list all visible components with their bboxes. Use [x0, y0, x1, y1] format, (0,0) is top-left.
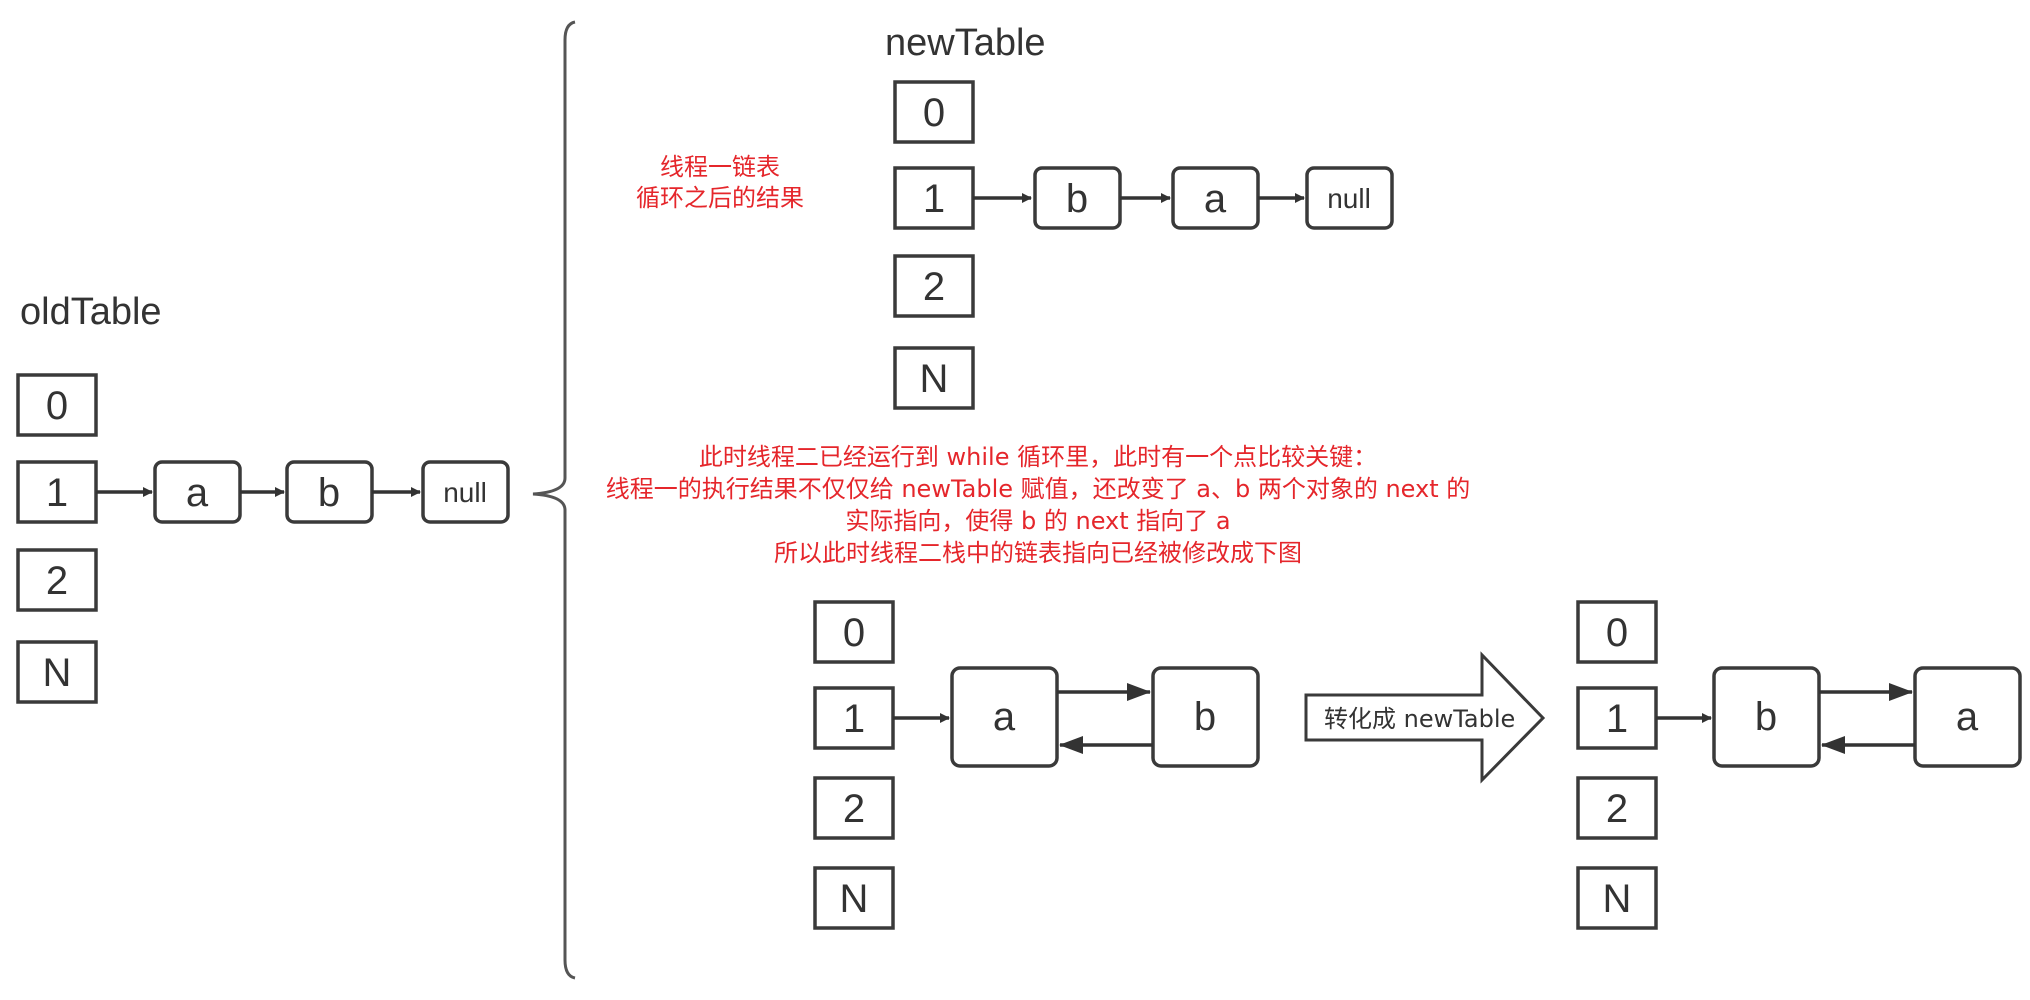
t2-before-bucket-1-label: 1	[843, 697, 865, 741]
explanation-line-3: 实际指向，使得 b 的 next 指向了 a	[845, 507, 1230, 535]
old-chain-null-label: null	[443, 477, 487, 508]
t2-before-bucket-n-label: N	[840, 877, 869, 921]
old-bucket-0-label: 0	[46, 384, 68, 428]
t2-before-node-left-label: a	[993, 695, 1016, 739]
new-table-thread1: newTable 0 1 2 N b a null	[885, 22, 1394, 410]
old-chain-null: null	[421, 460, 510, 524]
old-table-title: oldTable	[20, 291, 162, 333]
t2-after-bucket-0: 0	[1576, 600, 1658, 664]
t2-after-node-right: a	[1913, 666, 2022, 768]
thread1-note-line-2: 循环之后的结果	[636, 184, 804, 212]
transform-arrow: 转化成 newTable	[1304, 651, 1546, 784]
t2-after-bucket-n: N	[1576, 866, 1658, 930]
transform-arrow-label: 转化成 newTable	[1324, 705, 1515, 733]
t2-before-bucket-0: 0	[813, 600, 895, 664]
new-chain-node-2-label: a	[1204, 177, 1227, 221]
grouping-brace	[532, 20, 576, 980]
new-bucket-n-label: N	[920, 357, 949, 401]
new-bucket-2-label: 2	[923, 265, 945, 309]
t2-before-bucket-2-label: 2	[843, 787, 865, 831]
t2-before-node-right: b	[1151, 666, 1260, 768]
t2-after-node-left-label: b	[1755, 695, 1777, 739]
t2-after-bucket-2-label: 2	[1606, 787, 1628, 831]
explanation-line-1: 此时线程二已经运行到 while 循环里，此时有一个点比较关键：	[699, 443, 1377, 471]
old-bucket-n-label: N	[43, 651, 72, 695]
thread1-note-line-1: 线程一链表	[660, 153, 780, 181]
t2-before-bucket-1: 1	[813, 686, 895, 750]
old-bucket-2-label: 2	[46, 559, 68, 603]
new-chain-node-1-label: b	[1066, 177, 1088, 221]
t2-after-node-right-label: a	[1956, 695, 1979, 739]
new-bucket-0-label: 0	[923, 91, 945, 135]
old-chain-node-2: b	[285, 460, 374, 524]
old-chain-node-1-label: a	[186, 471, 209, 515]
new-chain-node-2: a	[1171, 166, 1260, 230]
t2-after-bucket-1: 1	[1576, 686, 1658, 750]
t2-after-bucket-2: 2	[1576, 776, 1658, 840]
t2-after-bucket-1-label: 1	[1606, 697, 1628, 741]
explanation-note: 此时线程二已经运行到 while 循环里，此时有一个点比较关键： 线程一的执行结…	[606, 443, 1471, 567]
thread2-after: 0 1 2 N b a	[1576, 600, 2022, 930]
t2-before-node-right-label: b	[1194, 695, 1216, 739]
new-bucket-1-label: 1	[923, 177, 945, 221]
old-bucket-0: 0	[16, 373, 98, 437]
thread1-note: 线程一链表 循环之后的结果	[636, 153, 804, 212]
new-bucket-1: 1	[893, 166, 975, 230]
thread2-before: 0 1 2 N a b	[813, 600, 1260, 930]
t2-before-bucket-n: N	[813, 866, 895, 930]
t2-before-node-left: a	[950, 666, 1059, 768]
new-bucket-n: N	[893, 346, 975, 410]
old-bucket-1-label: 1	[46, 471, 68, 515]
old-bucket-n: N	[16, 640, 98, 704]
new-bucket-2: 2	[893, 254, 975, 318]
old-bucket-2: 2	[16, 548, 98, 612]
explanation-line-4: 所以此时线程二栈中的链表指向已经被修改成下图	[774, 539, 1302, 567]
explanation-line-2: 线程一的执行结果不仅仅给 newTable 赋值，还改变了 a、b 两个对象的 …	[606, 475, 1471, 503]
t2-after-node-left: b	[1712, 666, 1821, 768]
t2-after-bucket-0-label: 0	[1606, 611, 1628, 655]
t2-after-bucket-n-label: N	[1603, 877, 1632, 921]
new-chain-node-1: b	[1033, 166, 1122, 230]
t2-before-bucket-2: 2	[813, 776, 895, 840]
new-table-title: newTable	[885, 22, 1046, 64]
old-chain-node-2-label: b	[318, 471, 340, 515]
new-chain-null-label: null	[1327, 183, 1371, 214]
old-table: oldTable 0 1 2 N a b null	[16, 291, 510, 704]
t2-before-bucket-0-label: 0	[843, 611, 865, 655]
old-chain-node-1: a	[153, 460, 242, 524]
new-chain-null: null	[1305, 166, 1394, 230]
new-bucket-0: 0	[893, 80, 975, 144]
old-bucket-1: 1	[16, 460, 98, 524]
